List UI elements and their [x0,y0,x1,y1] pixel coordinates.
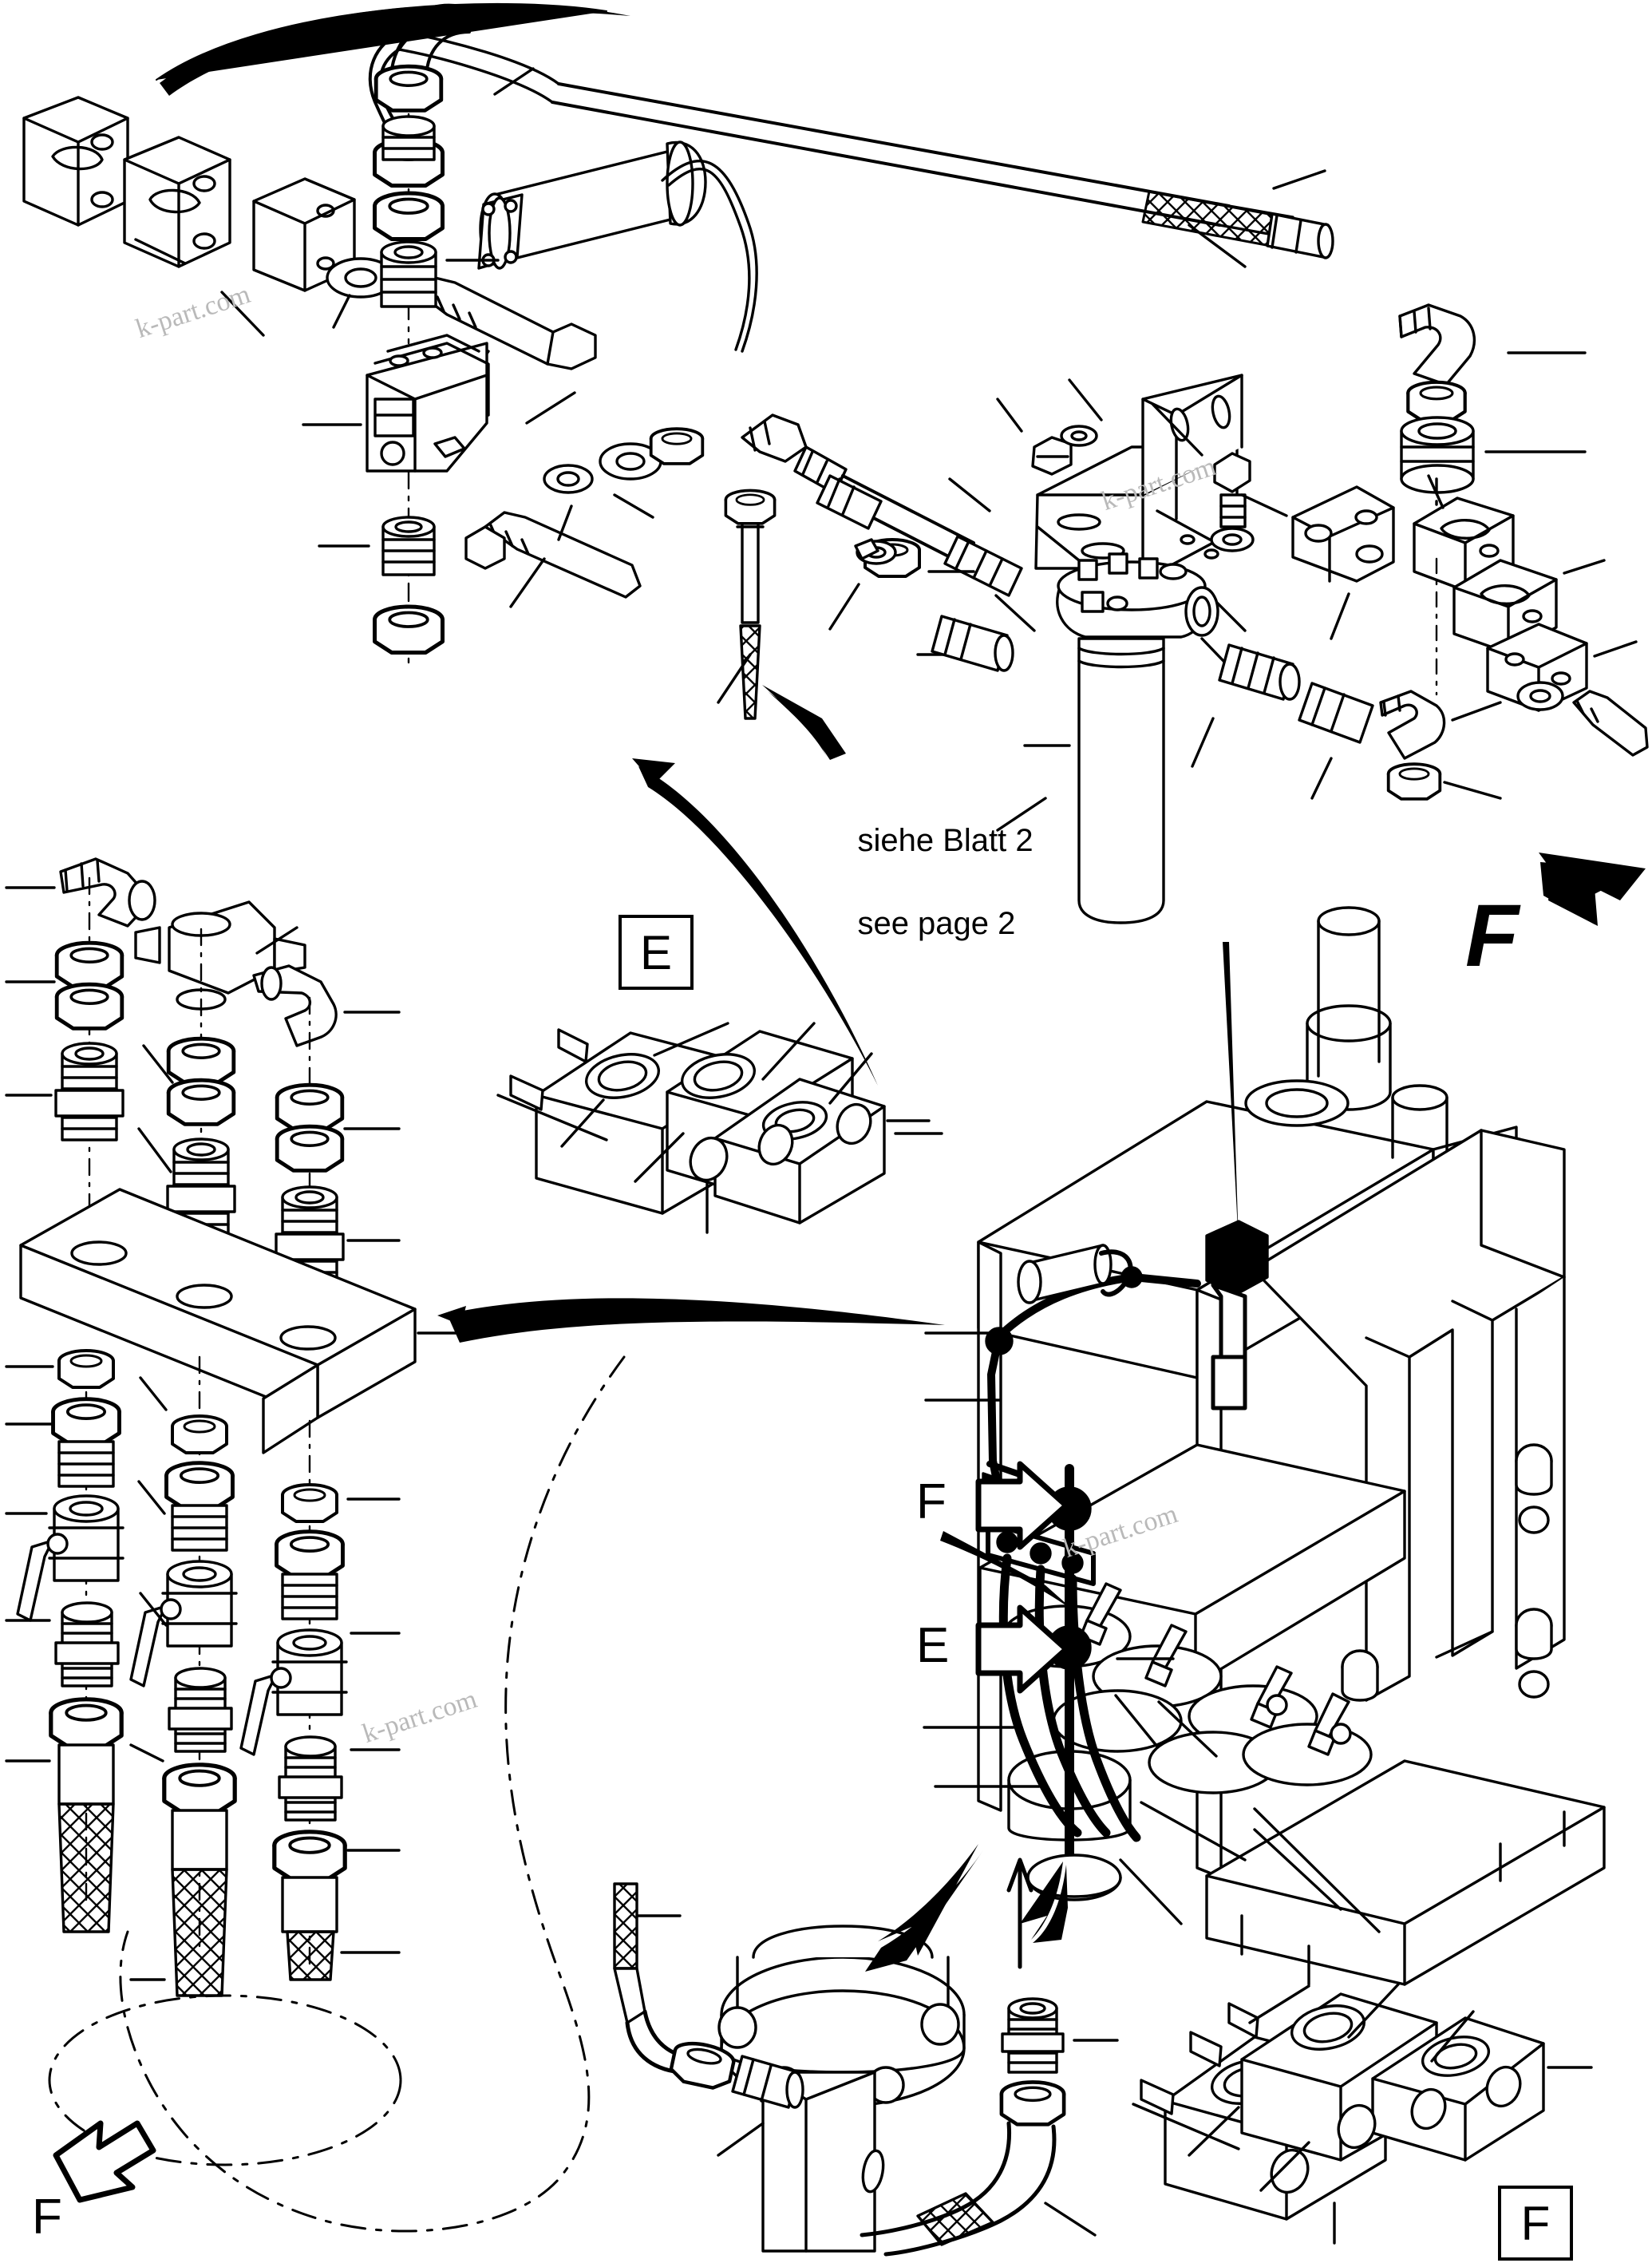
detail-e-label: E [639,925,673,979]
section-f-middle-letter: F [916,1474,947,1529]
section-arrow-f-middle-label: F [916,1474,947,1530]
section-arrow-f-top-label: F [1465,892,1519,980]
section-f-top-letter: F [1465,887,1520,985]
section-e-middle-letter: E [916,1618,950,1673]
cross-reference-note-de: siehe Blatt 2 [857,823,1033,858]
section-arrow-f-bottom-label: F [32,2189,62,2245]
detail-e-box[interactable]: E [619,915,694,990]
section-f-bottom-letter: F [32,2190,62,2245]
cross-reference-note-en: see page 2 [857,906,1016,941]
cross-reference-note: siehe Blatt 2 see page 2 [822,778,1033,986]
detail-f-box[interactable]: F [1498,2186,1573,2261]
detail-f-label: F [1520,2196,1551,2250]
section-arrow-e-middle-label: E [916,1617,949,1674]
